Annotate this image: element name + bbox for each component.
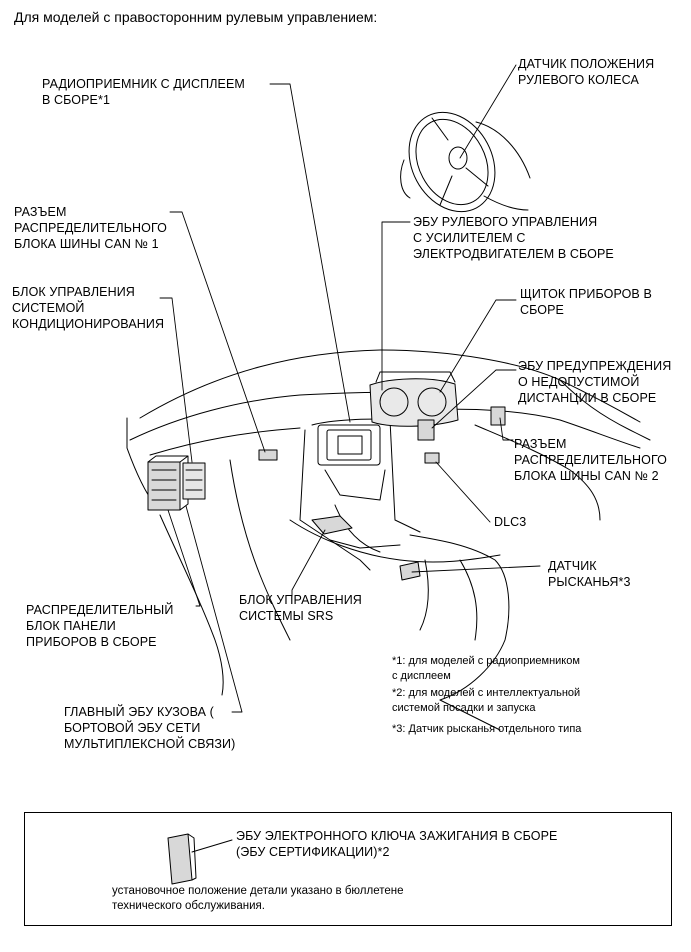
label-distance-warning: ЭБУ ПРЕДУПРЕЖДЕНИЯ О НЕДОПУСТИМОЙ ДИСТАН… [518,359,672,405]
legend-box [24,812,672,926]
junction-block [147,455,189,511]
radio-display-unit [317,424,381,466]
distance-warning-ecu [417,419,435,441]
label-eps-ecu: ЭБУ РУЛЕВОГО УПРАВЛЕНИЯ С УСИЛИТЕЛЕМ С Э… [413,215,614,261]
legend-ecu-icon [167,833,233,885]
can1-connector [258,449,278,461]
label-can1: РАЗЪЕМ РАСПРЕДЕЛИТЕЛЬНОГО БЛОКА ШИНЫ CAN… [14,205,167,251]
yaw-sensor [399,561,421,581]
label-srs: БЛОК УПРАВЛЕНИЯ СИСТЕМЫ SRS [239,593,362,623]
label-can2: РАЗЪЕМ РАСПРЕДЕЛИТЕЛЬНОГО БЛОКА ШИНЫ CAN… [514,437,667,483]
footnote-3: *3: Датчик рысканья отдельного типа [392,723,582,735]
label-radio: РАДИОПРИЕМНИК С ДИСПЛЕЕМ В СБОРЕ*1 [42,77,245,107]
legend-note: установочное положение детали указано в … [112,885,404,912]
ac-control-unit [182,462,206,500]
label-junction-block: РАСПРЕДЕЛИТЕЛЬНЫЙ БЛОК ПАНЕЛИ ПРИБОРОВ В… [26,603,174,649]
label-steering-angle-sensor: ДАТЧИК ПОЛОЖЕНИЯ РУЛЕВОГО КОЛЕСА [518,57,655,87]
label-yaw: ДАТЧИК РЫСКАНЬЯ*3 [548,559,631,589]
steering-wheel-illustration [400,111,531,213]
legend-label: ЭБУ ЭЛЕКТРОННОГО КЛЮЧА ЗАЖИГАНИЯ В СБОРЕ… [236,829,558,859]
label-dlc3: DLC3 [494,515,527,529]
dlc3-connector [424,452,440,464]
leader-lines [159,64,541,713]
page-title: Для моделей с правосторонним рулевым упр… [14,9,378,25]
footnote-2: *2: для моделей с интеллектуальной систе… [392,687,581,714]
can2-connector [490,406,506,426]
footnote-1: *1: для моделей с радиоприемником с дисп… [392,655,580,682]
srs-unit [311,515,353,535]
label-body-ecu: ГЛАВНЫЙ ЭБУ КУЗОВА ( БОРТОВОЙ ЭБУ СЕТИ М… [64,705,236,751]
meter-cluster [369,371,459,427]
label-ac-control: БЛОК УПРАВЛЕНИЯ СИСТЕМОЙ КОНДИЦИОНИРОВАН… [12,285,165,331]
label-meter: ЩИТОК ПРИБОРОВ В СБОРЕ [520,287,652,317]
